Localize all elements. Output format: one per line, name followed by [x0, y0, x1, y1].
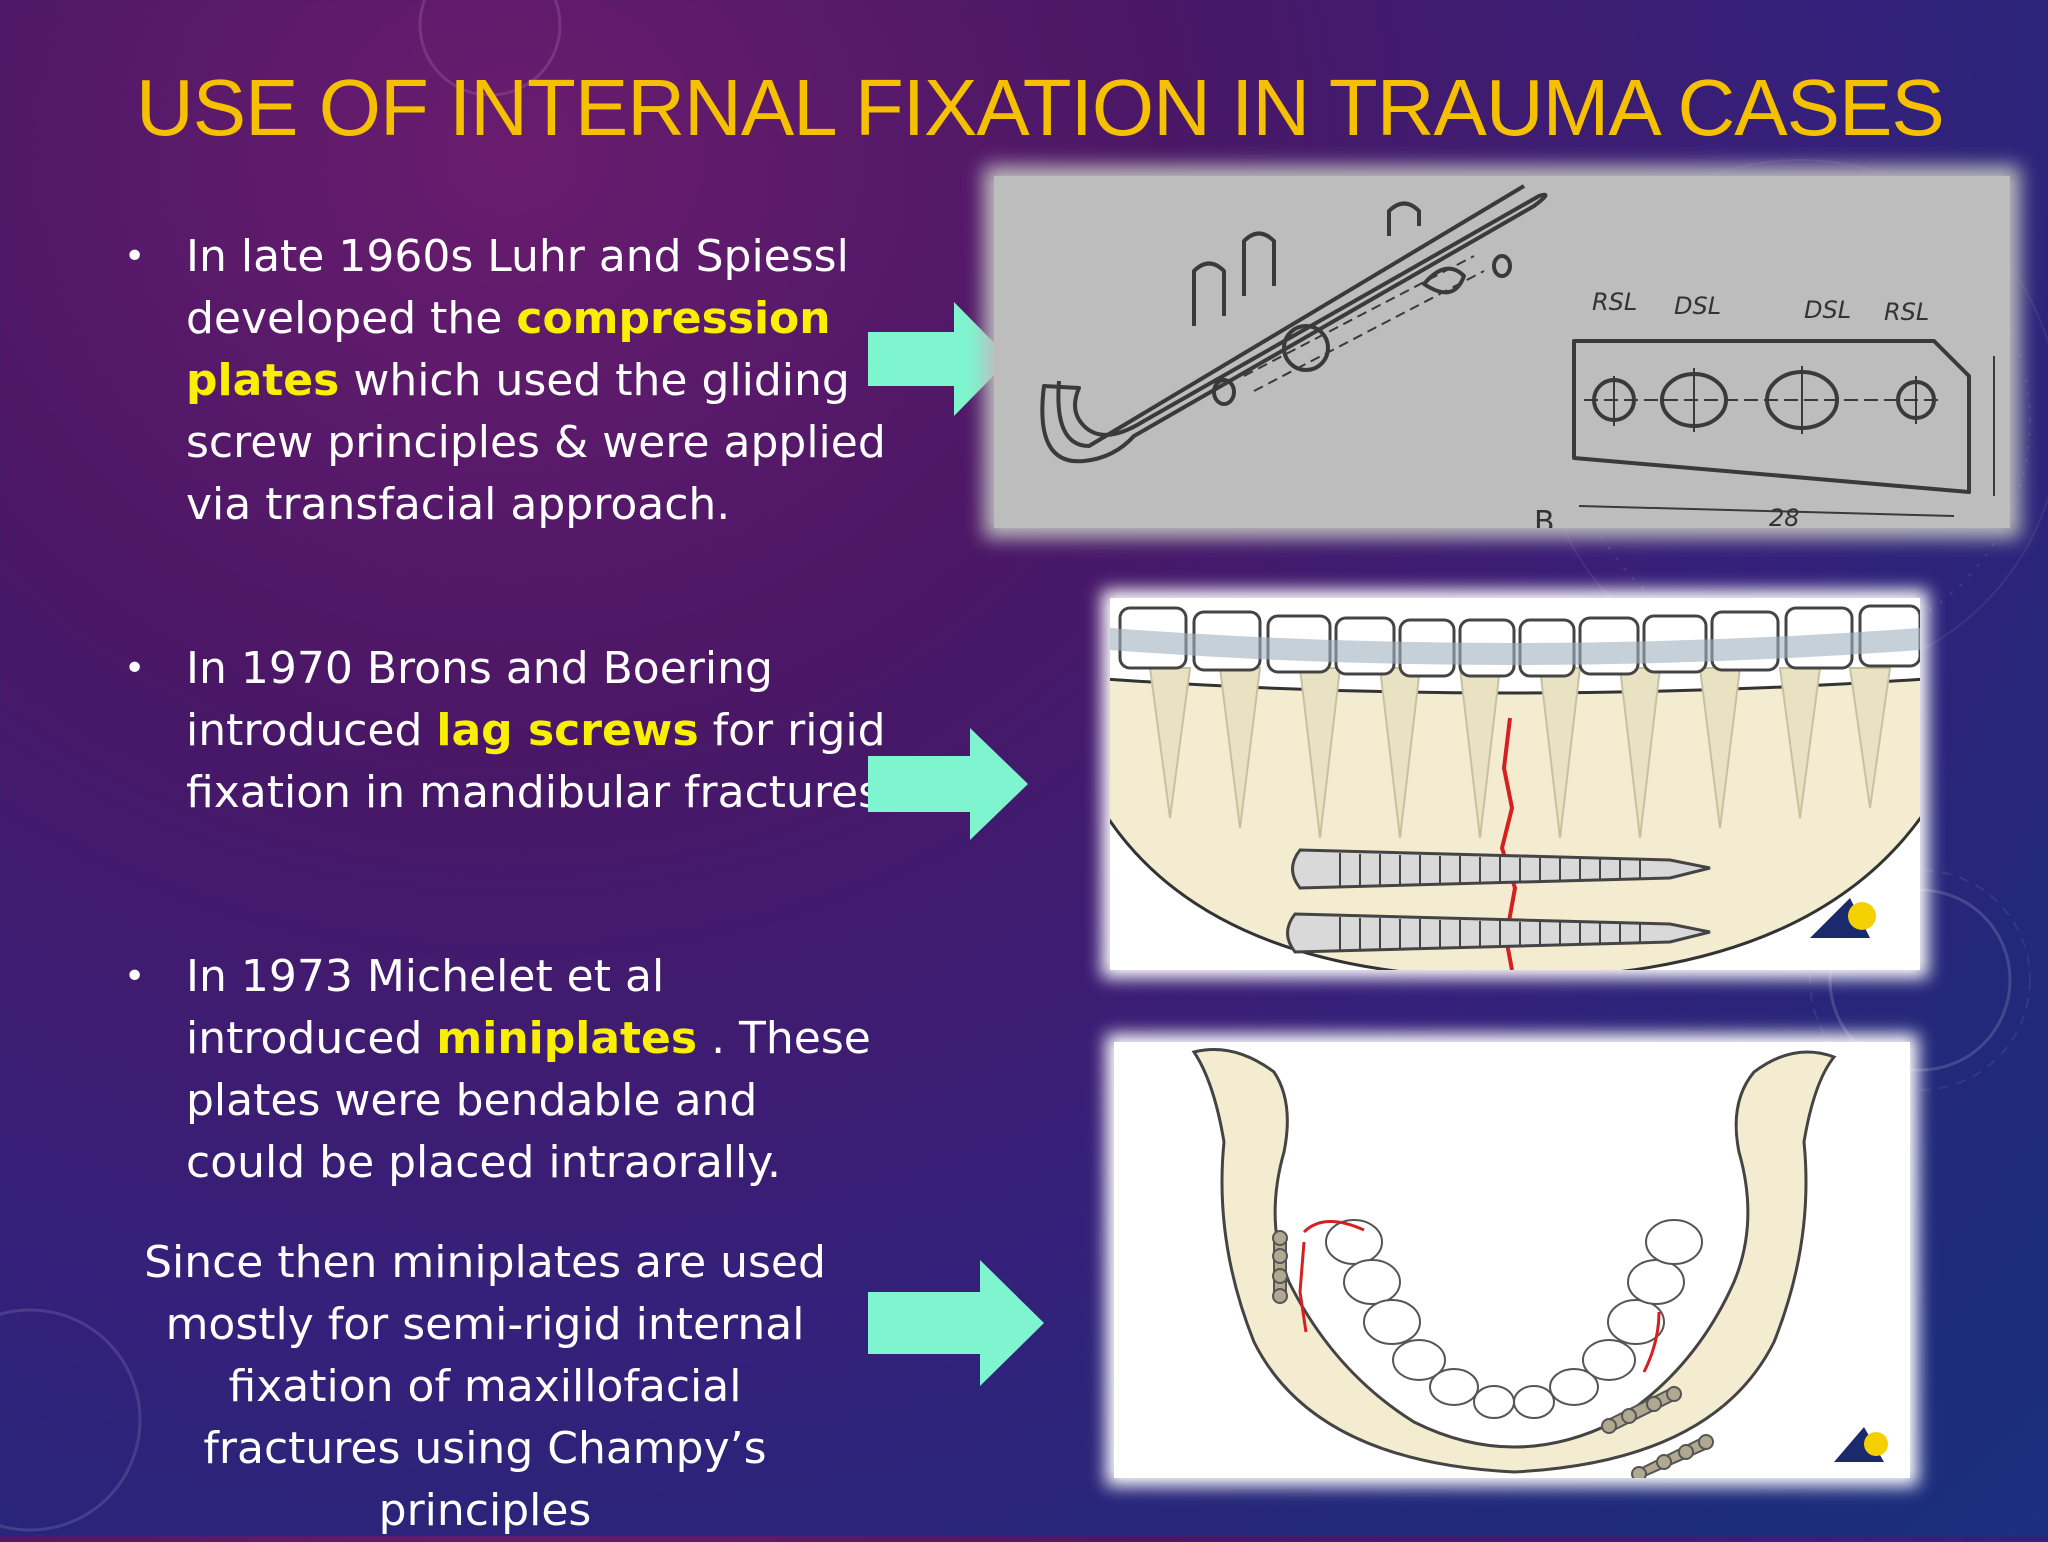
compression-plate-diagram: RSL DSL DSL RSL 28 B: [994, 176, 2010, 540]
bullet-text-pre: In late 1960s Luhr and Spiessl developed…: [186, 231, 849, 344]
bullet-text: In 1970 Brons and Boering introduced lag…: [186, 638, 906, 824]
plate-drawing: RSL DSL DSL RSL 28 B: [1040, 184, 1995, 540]
mandible-miniplates: [1191, 1048, 1888, 1478]
bullet-item-miniplates: • In 1973 Michelet et al introduced mini…: [124, 946, 964, 1206]
slide-title: USE OF INTERNAL FIXATION IN TRAUMA CASES: [136, 63, 1945, 152]
label-dimension: 28: [1769, 504, 1800, 528]
bullet-marker: •: [124, 956, 146, 997]
bullet-text-pre: In 1973 Michelet et al introduced: [186, 951, 665, 1064]
highlight-term: miniplates: [436, 1013, 698, 1064]
label-dsl-left: DSL: [1674, 292, 1721, 320]
label-rsl-right: RSL: [1884, 298, 1929, 326]
arrow-right-icon: [868, 728, 1028, 840]
bullet-text-pre: In 1970 Brons and Boering introduced: [186, 643, 773, 756]
label-dsl-right: DSL: [1804, 296, 1851, 324]
ao-logo-icon: [1834, 1427, 1888, 1462]
bullet-text: In late 1960s Luhr and Spiessl developed…: [186, 226, 906, 536]
miniplate-left: [1272, 1230, 1288, 1304]
arrow-right-icon: [868, 302, 1010, 416]
bullet-marker: •: [124, 236, 146, 277]
miniplate-right: [1601, 1385, 1714, 1478]
bullet-text-post: which used the gliding screw principles …: [186, 355, 886, 530]
lag-screw-illustration: [1110, 598, 1920, 970]
ao-logo-icon: [1810, 898, 1876, 938]
bullet-text-post: . These plates were bendable and could b…: [186, 1013, 871, 1188]
bullet-marker: •: [124, 648, 146, 689]
bullet-text-post: for rigid fixation in mandibular fractur…: [186, 705, 886, 818]
arrow-right-icon: [868, 1260, 1044, 1386]
bullet-item-lag-screws: • In 1970 Brons and Boering introduced l…: [124, 638, 964, 838]
highlight-term: lag screws: [436, 705, 699, 756]
label-section-mark: B: [1534, 505, 1555, 528]
mandible-lag-screws: [1110, 604, 1920, 970]
summary-text: Since then miniplates are used mostly fo…: [144, 1237, 826, 1536]
bullet-text: In 1973 Michelet et al introduced minipl…: [186, 946, 886, 1194]
label-rsl-left: RSL: [1592, 288, 1637, 316]
miniplate-illustration: [1114, 1042, 1910, 1478]
bullet-item-compression-plates: • In late 1960s Luhr and Spiessl develop…: [124, 226, 964, 606]
highlight-term: compression plates: [186, 293, 831, 406]
